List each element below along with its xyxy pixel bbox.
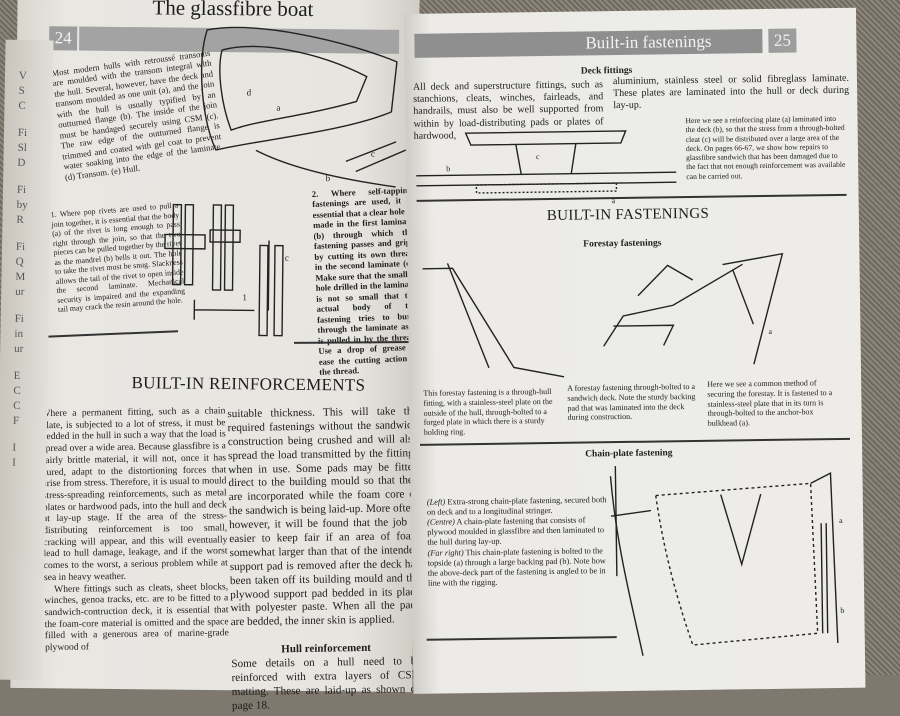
strip-letter: C <box>13 399 21 412</box>
caption-self-tapping: 2. Where self-tapping fastenings are use… <box>311 184 419 378</box>
deck-intro-col2: aluminium, stainless steel or solid fibr… <box>612 72 850 112</box>
divider <box>420 437 850 446</box>
strip-letter: ur <box>15 285 25 298</box>
deck-fittings-caption: Here we see a reinforcing plate (a) lami… <box>685 113 846 181</box>
caption-lead-far-right: (Far right) <box>427 547 464 558</box>
strip-letter: by <box>16 198 28 212</box>
svg-text:b: b <box>326 173 331 183</box>
divider <box>48 330 179 338</box>
body-col1-para2: Where fittings such as cleats, sheet blo… <box>44 580 229 654</box>
forestay-caption-3: Here we see a common method of securing … <box>707 378 833 428</box>
transom-diagram: d a b c <box>200 26 407 188</box>
strip-letter: V <box>18 69 28 83</box>
forestay-diagrams: a <box>422 252 784 378</box>
header-bar-right: Built-in fastenings <box>414 28 763 58</box>
strip-letter: I <box>12 441 17 454</box>
chainplate-caption: (Left) Extra-strong chain-plate fastenin… <box>427 495 613 589</box>
chainplate-heading: Chain-plate fastening <box>585 448 673 460</box>
forestay-heading: Forestay fastenings <box>583 238 662 250</box>
strip-letter: C <box>13 384 21 397</box>
strip-letter: Sl <box>17 141 27 155</box>
strip-letter: R <box>16 213 24 226</box>
svg-text:a: a <box>839 516 843 525</box>
strip-letter: Fi <box>16 183 27 197</box>
section-heading-reinforcements: BUILT-IN REINFORCEMENTS <box>131 373 366 395</box>
strip-letter: Fi <box>14 312 25 325</box>
caption-lead-left: (Left) <box>426 497 446 507</box>
rivet-diagram: 1 c <box>164 203 289 337</box>
strip-letter: S <box>18 84 25 97</box>
forestay-caption-2: A forestay fastening through-bolted to a… <box>567 381 696 423</box>
left-page: The glassfibre boat 24 Most modern hulls… <box>10 0 422 712</box>
strip-letter: D <box>17 156 26 169</box>
divider <box>426 636 617 641</box>
strip-letter: Fi <box>17 126 28 140</box>
section-heading-fastenings: BUILT-IN FASTENINGS <box>546 205 710 225</box>
forestay-caption-1: This forestay fastening is a through-hul… <box>423 386 553 437</box>
strip-letter: F <box>12 414 20 427</box>
strip-letter: M <box>15 270 26 284</box>
strip-letter: Fi <box>15 240 26 254</box>
svg-text:a: a <box>612 196 616 205</box>
svg-text:a: a <box>276 103 280 113</box>
body-column-2: suitable thickness. This will take the r… <box>227 405 422 713</box>
svg-text:a: a <box>768 327 772 336</box>
right-page: Built-in fastenings 25 Deck fittings All… <box>404 7 866 694</box>
strip-letter: in <box>14 327 24 340</box>
strip-letter: E <box>13 369 21 382</box>
body-col2-para2: Some details on a hull need to be reinfo… <box>231 654 422 712</box>
body-col1-para1: Where a permanent fitting, such as a cha… <box>41 405 228 584</box>
caption-text-left: Extra-strong chain-plate fastening, secu… <box>426 495 607 517</box>
strip-letter: Q <box>15 255 24 268</box>
page-number-right: 25 <box>768 28 797 53</box>
svg-text:c: c <box>371 149 375 159</box>
svg-text:b: b <box>446 164 450 173</box>
svg-text:c: c <box>536 152 540 161</box>
svg-text:d: d <box>247 87 252 97</box>
running-title-right: Built-in fastenings <box>585 31 712 53</box>
caption-lead-centre: (Centre) <box>427 517 455 527</box>
svg-text:c: c <box>285 253 289 263</box>
strip-letter: ur <box>14 342 24 355</box>
deck-cleat-diagram: c b a <box>416 130 677 205</box>
strip-letter: C <box>18 99 26 112</box>
body-column-1: Where a permanent fitting, such as a cha… <box>41 405 229 654</box>
svg-text:1: 1 <box>242 292 247 302</box>
chainplate-diagrams: a b <box>609 466 844 656</box>
running-title-left: The glassfibre boat <box>152 0 314 22</box>
body-col2-para1: suitable thickness. This will take the r… <box>227 405 421 629</box>
svg-text:b: b <box>840 606 844 615</box>
strip-letter: I <box>12 456 16 469</box>
